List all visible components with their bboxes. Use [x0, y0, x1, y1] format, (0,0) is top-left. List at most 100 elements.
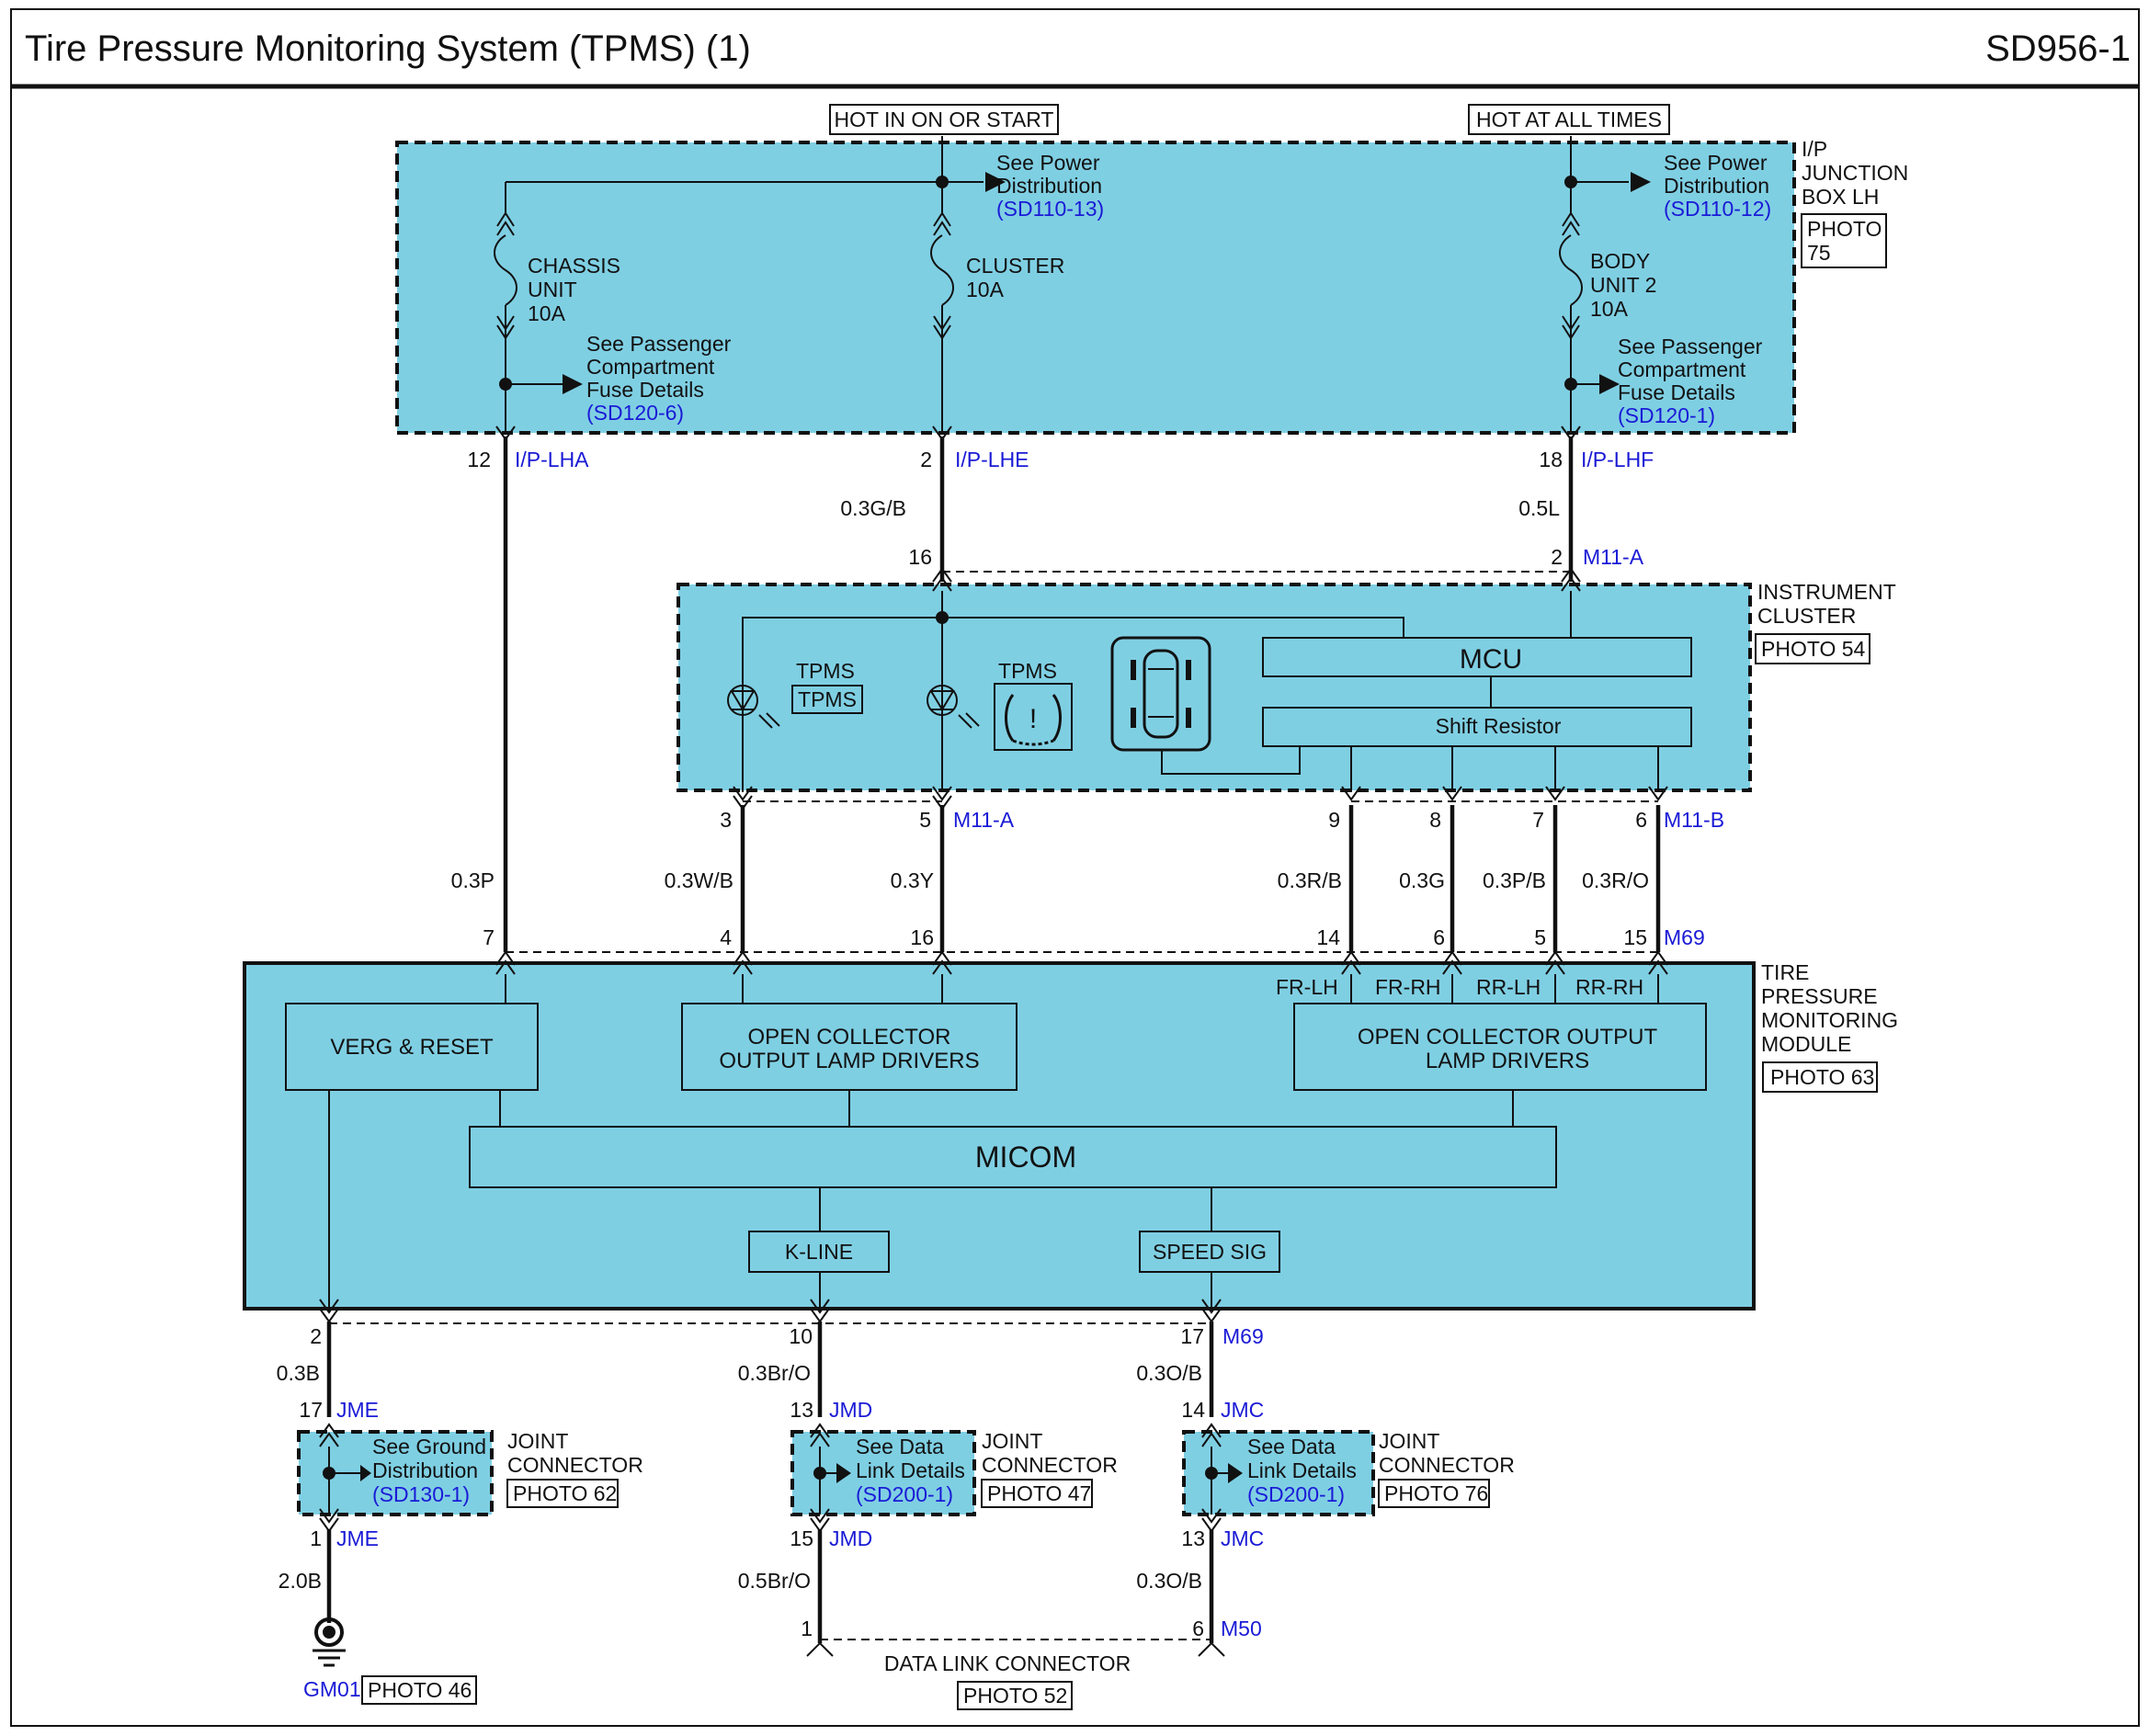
- svg-text:2: 2: [310, 1324, 322, 1348]
- jmc-note: See Data Link Details (SD200-1): [1247, 1435, 1357, 1506]
- svg-text:I/P-LHE: I/P-LHE: [955, 448, 1029, 471]
- tpms-lamp1-box: [791, 685, 863, 714]
- svg-text:16: 16: [908, 545, 932, 569]
- svg-text:(SD110-12): (SD110-12): [1664, 197, 1771, 221]
- hot-always-label: HOT AT ALL TIMES: [1476, 108, 1662, 131]
- svg-text:JUNCTION: JUNCTION: [1802, 161, 1908, 185]
- k-line-label: K-LINE: [785, 1240, 853, 1264]
- svg-text:16: 16: [910, 925, 934, 949]
- page-frame: [10, 8, 2140, 1727]
- speed-sig-block: [1139, 1231, 1280, 1273]
- tpms-module-top-pins: 7 4 16 14 6 5 15 M69: [483, 925, 1705, 975]
- jmc-out-pin: 13: [1181, 1526, 1205, 1550]
- instrument-cluster-name: INSTRUMENT CLUSTER: [1757, 580, 1896, 628]
- tpms-lamp2-label: TPMS: [998, 659, 1057, 683]
- svg-text:M69: M69: [1222, 1324, 1264, 1348]
- ground-symbol-icon: [313, 1617, 346, 1667]
- jmd-in-pin: 13: [790, 1398, 813, 1422]
- svg-text:RR-RH: RR-RH: [1575, 975, 1643, 999]
- jmc-photo-box: [1378, 1479, 1490, 1508]
- power-dist-right-note: See Power Distribution (SD110-12): [1664, 151, 1771, 221]
- svg-text:4: 4: [720, 925, 732, 949]
- svg-text:3: 3: [720, 808, 732, 832]
- svg-text:6: 6: [1433, 925, 1445, 949]
- svg-text:5: 5: [919, 808, 931, 832]
- jme-in-pin-mark: [319, 1423, 339, 1447]
- svg-text:18: 18: [1539, 448, 1563, 471]
- tpms-module-bottom-pins: 2 10 17 M69: [310, 1299, 1264, 1348]
- svg-text:0.3R/O: 0.3R/O: [1582, 868, 1649, 892]
- svg-text:M11-A: M11-A: [953, 808, 1015, 832]
- wire-label-0.3G-B: 0.3G/B: [840, 496, 906, 520]
- svg-text:JOINT: JOINT: [1379, 1429, 1439, 1453]
- page-code: SD956-1: [1985, 28, 2131, 69]
- jmc-out-conn: JMC: [1221, 1526, 1264, 1550]
- tpms-lamp1-box-text: TPMS: [798, 687, 857, 711]
- jmd-in-conn: JMD: [829, 1398, 872, 1422]
- svg-text:!: !: [1029, 704, 1037, 734]
- tpms-warning-lamp-icon: [727, 685, 780, 729]
- svg-text:10A: 10A: [528, 301, 566, 325]
- car-icon-line: [1161, 746, 1301, 775]
- hot-run-label: HOT IN ON OR START: [835, 108, 1054, 131]
- svg-text:14: 14: [1316, 925, 1340, 949]
- svg-text:Compartment: Compartment: [586, 355, 715, 379]
- svg-text:Distribution: Distribution: [1664, 174, 1769, 198]
- blocks-to-micom-lines: [499, 1090, 1514, 1127]
- jmc-ref-arrow: [1228, 1463, 1243, 1483]
- cluster-fuse-label: CLUSTER 10A: [966, 254, 1064, 301]
- splice-dot: [499, 378, 512, 391]
- splice-dot: [936, 611, 949, 624]
- jme-in-pin: 17: [299, 1398, 323, 1422]
- jme-photo-box: [506, 1479, 619, 1508]
- dlc-pins: 1 6 M50: [801, 1617, 1262, 1657]
- svg-text:0.3P/B: 0.3P/B: [1483, 868, 1546, 892]
- jmd-in-pin-mark: [810, 1423, 830, 1447]
- jmd-photo-box: [981, 1479, 1093, 1508]
- svg-text:See Data: See Data: [856, 1435, 944, 1458]
- svg-text:2: 2: [920, 448, 932, 471]
- jmd-name: JOINT CONNECTOR: [982, 1429, 1118, 1477]
- fuse-details-right-note: See Passenger Compartment Fuse Details (…: [1618, 335, 1763, 427]
- svg-text:0.3O/B: 0.3O/B: [1136, 1569, 1202, 1593]
- svg-text:10A: 10A: [966, 278, 1005, 301]
- svg-text:0.3G: 0.3G: [1399, 868, 1445, 892]
- body-fuse-icon: [1559, 211, 1583, 340]
- svg-text:See Power: See Power: [1664, 151, 1768, 175]
- svg-text:0.3W/B: 0.3W/B: [665, 868, 733, 892]
- svg-text:INSTRUMENT: INSTRUMENT: [1757, 580, 1896, 604]
- svg-text:Link Details: Link Details: [1247, 1458, 1357, 1482]
- svg-text:Link Details: Link Details: [856, 1458, 965, 1482]
- svg-text:(SD110-13): (SD110-13): [996, 197, 1104, 221]
- jmd-ref-arrow: [836, 1463, 851, 1483]
- micom-to-io-lines: [819, 1187, 1212, 1231]
- svg-text:See Power: See Power: [996, 151, 1100, 175]
- svg-text:(SD200-1): (SD200-1): [856, 1482, 953, 1506]
- lower-wire-labels: 0.3B 0.3Br/O 0.3O/B: [277, 1361, 1202, 1385]
- ground-name: GM01: [303, 1677, 361, 1701]
- chassis-fuse-icon: [494, 211, 517, 340]
- svg-text:Fuse Details: Fuse Details: [1618, 380, 1735, 404]
- svg-text:I/P-LHA: I/P-LHA: [515, 448, 589, 471]
- svg-text:OPEN COLLECTOR OUTPUT: OPEN COLLECTOR OUTPUT: [1358, 1025, 1658, 1050]
- svg-text:M50: M50: [1221, 1617, 1262, 1640]
- jme-name: JOINT CONNECTOR: [507, 1429, 643, 1477]
- dlc-photo-box: [957, 1681, 1073, 1710]
- svg-text:FR-LH: FR-LH: [1276, 975, 1338, 999]
- jmc-name: JOINT CONNECTOR: [1379, 1429, 1515, 1477]
- jmd-out-pin: 15: [790, 1526, 813, 1550]
- verg-reset-label: VERG & RESET: [330, 1035, 494, 1060]
- svg-text:I/P-LHF: I/P-LHF: [1581, 448, 1654, 471]
- svg-text:10: 10: [789, 1324, 813, 1348]
- tire-pressure-icon: !: [994, 683, 1073, 751]
- junction-box: [395, 141, 1796, 435]
- svg-text:6: 6: [1635, 808, 1647, 832]
- junction-box-name: I/P JUNCTION BOX LH: [1802, 137, 1908, 209]
- splice-dot: [936, 176, 949, 188]
- mcu-label: MCU: [1460, 644, 1522, 675]
- svg-text:(SD120-1): (SD120-1): [1618, 403, 1715, 427]
- svg-text:0.3B: 0.3B: [277, 1361, 320, 1385]
- svg-text:0.3R/B: 0.3R/B: [1278, 868, 1342, 892]
- svg-text:0.3Br/O: 0.3Br/O: [738, 1361, 811, 1385]
